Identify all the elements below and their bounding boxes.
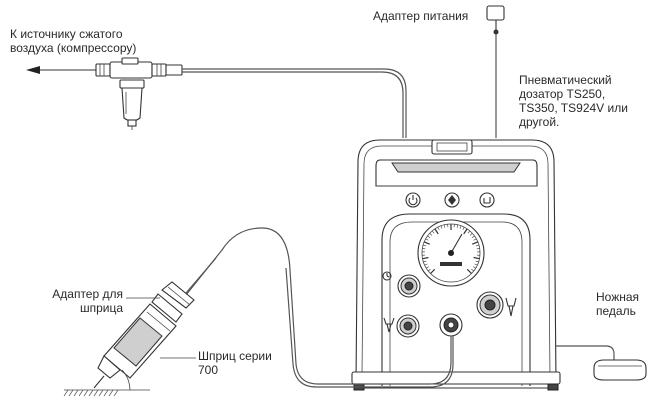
compressor-label-line2: воздуха (компрессору) — [10, 41, 136, 55]
dispenser-label-line3: TS350, TS924V или — [519, 101, 628, 115]
mode-icon — [445, 193, 459, 207]
foot-pedal-label-line1: Ножная — [596, 290, 639, 304]
syringe-adapter-label-line2: шприца — [40, 301, 123, 315]
pressure-knob — [477, 292, 503, 318]
surface-hatch-line — [89, 390, 93, 396]
surface-hatch-line — [69, 390, 73, 396]
foot-pedal-label: Ножная педаль — [596, 290, 639, 318]
syringe-adapter-label-line1: Адаптер для — [40, 287, 123, 301]
surface-hatch-line — [64, 390, 68, 396]
syringe-adapter-label: Адаптер для шприца — [40, 287, 123, 315]
surface-hatch-line — [94, 390, 98, 396]
air-supply-arrow — [26, 66, 96, 74]
dispenser-label-line1: Пневматический — [519, 73, 628, 87]
output-connector — [440, 314, 462, 336]
foot-pedal-label-line2: педаль — [596, 304, 639, 318]
foot-pedal — [555, 346, 646, 380]
syringe-label-line1: Шприц серии — [198, 349, 272, 363]
purge-icon — [480, 193, 494, 207]
air-hose — [182, 69, 406, 138]
power-adapter-label: Адаптер питания — [373, 9, 468, 23]
power-adapter — [487, 6, 504, 138]
compressor-label-line1: К источнику сжатого — [10, 27, 136, 41]
compressor-label: К источнику сжатого воздуха (компрессору… — [10, 27, 136, 55]
syringe-label-line2: 700 — [198, 363, 272, 377]
surface-hatch-line — [79, 390, 83, 396]
dispenser-label-line4: другой. — [519, 115, 628, 129]
air-filter — [96, 58, 182, 130]
dispenser-label-line2: дозатор TS250, — [519, 87, 628, 101]
surface-hatch-line — [99, 390, 103, 396]
vacuum-knob — [397, 315, 419, 337]
timer-knob — [398, 275, 420, 297]
surface-hatch-line — [109, 390, 113, 396]
surface-hatch-line — [74, 390, 78, 396]
surface-hatch-line — [84, 390, 88, 396]
syringe-label: Шприц серии 700 — [198, 349, 272, 377]
surface-hatch-line — [104, 390, 108, 396]
surface-hatch-line — [114, 390, 118, 396]
syringe — [64, 258, 216, 396]
pressure-gauge — [418, 220, 484, 286]
power-icon — [406, 193, 420, 207]
dispenser-label: Пневматический дозатор TS250, TS350, TS9… — [519, 73, 628, 129]
